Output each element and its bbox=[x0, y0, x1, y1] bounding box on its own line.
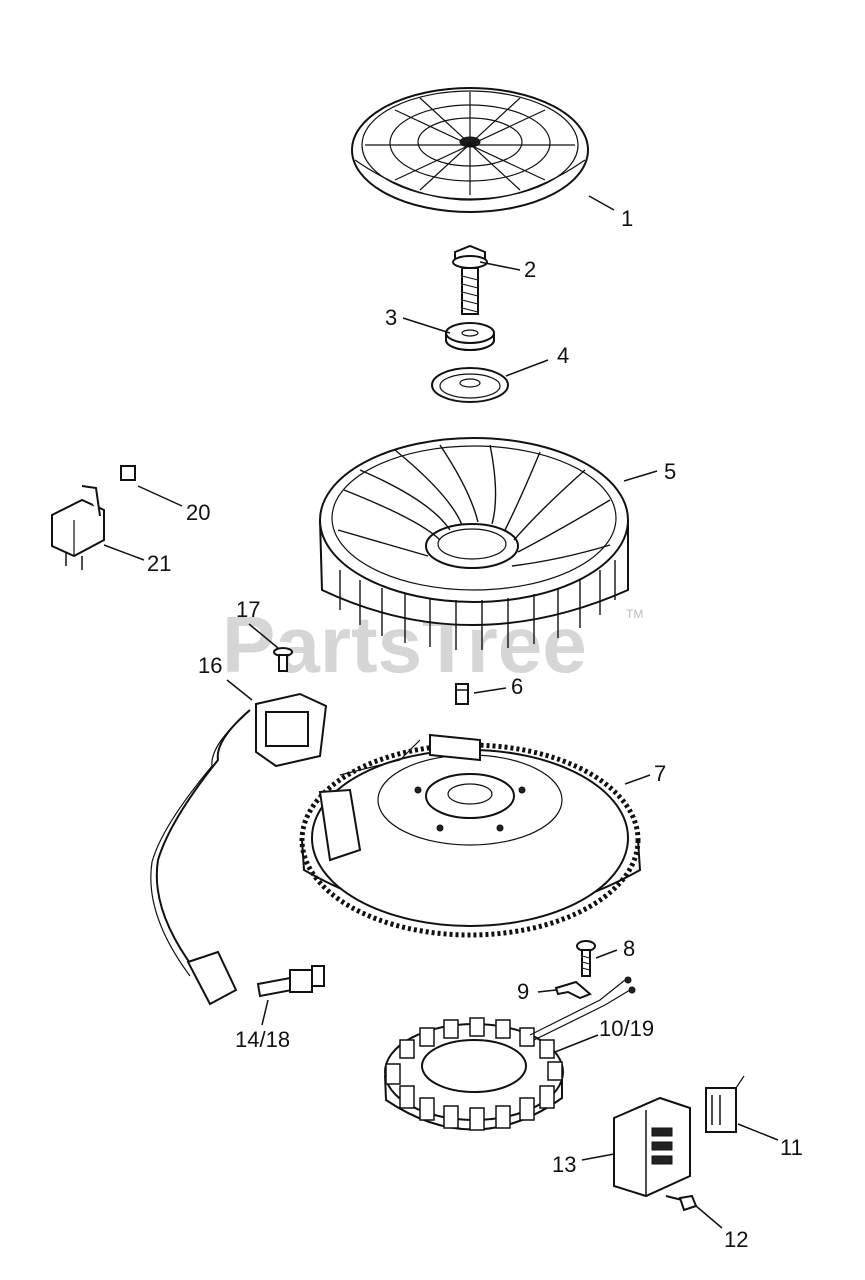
part-10-19-stator[interactable] bbox=[384, 976, 636, 1131]
part-6-key[interactable] bbox=[455, 683, 469, 705]
callout-1[interactable]: 1 bbox=[621, 206, 633, 231]
callout-6[interactable]: 6 bbox=[511, 674, 523, 699]
callout-17[interactable]: 17 bbox=[236, 597, 260, 622]
part-4-retainer-plate[interactable] bbox=[431, 367, 509, 403]
part-13-rectifier-regulator[interactable] bbox=[613, 1096, 691, 1198]
callout-2[interactable]: 2 bbox=[524, 257, 536, 282]
leader-lines bbox=[103, 195, 779, 1229]
part-17-screw[interactable] bbox=[273, 647, 293, 672]
callout-20[interactable]: 20 bbox=[186, 500, 210, 525]
callout-5[interactable]: 5 bbox=[664, 459, 676, 484]
part-9-clamp[interactable] bbox=[554, 980, 592, 1000]
callout-7[interactable]: 7 bbox=[654, 761, 666, 786]
part-14-18-spark-plug[interactable] bbox=[256, 965, 325, 998]
part-1-rotating-screen[interactable] bbox=[351, 87, 589, 213]
callout-10-19[interactable]: 10/19 bbox=[599, 1016, 654, 1041]
part-5-cooling-fan[interactable] bbox=[319, 437, 629, 650]
part-7-flywheel[interactable] bbox=[299, 733, 642, 938]
part-16-ignition-module[interactable] bbox=[150, 692, 328, 1006]
part-8-screw[interactable] bbox=[576, 940, 596, 977]
part-12-screw[interactable] bbox=[665, 1194, 698, 1212]
callout-3[interactable]: 3 bbox=[385, 305, 397, 330]
watermark-trademark: TM bbox=[626, 607, 643, 621]
callout-16[interactable]: 16 bbox=[198, 653, 222, 678]
callout-12[interactable]: 12 bbox=[724, 1227, 748, 1252]
callout-14-18[interactable]: 14/18 bbox=[235, 1027, 290, 1052]
callout-9[interactable]: 9 bbox=[517, 979, 529, 1004]
callout-21[interactable]: 21 bbox=[147, 551, 171, 576]
callout-11[interactable]: 11 bbox=[780, 1135, 803, 1160]
part-11-connector[interactable] bbox=[705, 1075, 745, 1133]
part-3-washer[interactable] bbox=[445, 322, 495, 351]
part-21-relay[interactable] bbox=[51, 485, 105, 570]
callout-13[interactable]: 13 bbox=[552, 1152, 576, 1177]
callout-8[interactable]: 8 bbox=[623, 936, 635, 961]
part-2-bolt[interactable] bbox=[452, 244, 488, 315]
callout-4[interactable]: 4 bbox=[557, 343, 569, 368]
part-20-clip[interactable] bbox=[120, 465, 136, 481]
